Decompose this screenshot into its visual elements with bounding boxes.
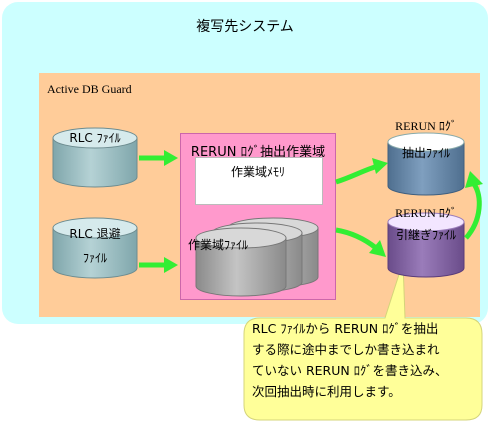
work-area-title: RERUN ﾛｸﾞ抽出作業域 (190, 145, 326, 160)
work-area-file-label: 作業域ﾌｧｲﾙ (188, 238, 249, 252)
work-area-memory-label: 作業域ﾒﾓﾘ (230, 165, 285, 179)
arrow-evac-to-work-area (139, 257, 178, 273)
rerun-handover-file-label-line2: 引継ぎﾌｧｲﾙ (395, 228, 456, 242)
arrow-rlc-to-work-area (139, 150, 178, 166)
callout-line-4: 次回抽出時に利用します。 (252, 384, 401, 399)
rerun-extract-file-label-line1: RERUN ﾛｸﾞ (395, 119, 457, 133)
work-area-file-stack (195, 217, 319, 297)
rerun-extract-file-label-line2: 抽出ﾌｧｲﾙ (401, 146, 450, 160)
rerun-handover-file-label-line1: RERUN ﾛｸﾞ (395, 206, 457, 220)
rerun-handover-file-cylinder (387, 212, 465, 278)
callout-text: RLC ﾌｧｲﾙから RERUN ﾛｸﾞを抽出 する際に途中までしか書き込まれ … (252, 318, 478, 402)
rlc-evac-file-label-line2: ﾌｧｲﾙ (82, 251, 107, 265)
rlc-file-cylinder (52, 127, 138, 188)
db-guard-title: Active DB Guard (47, 82, 132, 96)
arrow-work-file-to-handover-file (335, 227, 386, 257)
rlc-evac-file-cylinder (52, 217, 138, 279)
callout-line-1: RLC ﾌｧｲﾙから RERUN ﾛｸﾞを抽出 (252, 321, 439, 336)
callout-line-2: する際に途中までしか書き込まれ (252, 342, 440, 357)
callout-bubble (243, 261, 483, 421)
arrow-memory-to-extract-file (335, 158, 388, 185)
rlc-evac-file-label-line1: RLC 退避 (69, 227, 121, 241)
arrow-handover-to-extract-loop (464, 171, 483, 240)
rerun-extract-file-cylinder (387, 132, 465, 196)
work-area-memory-box (195, 157, 323, 205)
replica-system-title: 複写先システム (196, 19, 294, 35)
rlc-file-label: RLC ﾌｧｲﾙ (69, 131, 121, 145)
callout-line-3: ていない RERUN ﾛｸﾞを書き込み、 (252, 363, 448, 378)
